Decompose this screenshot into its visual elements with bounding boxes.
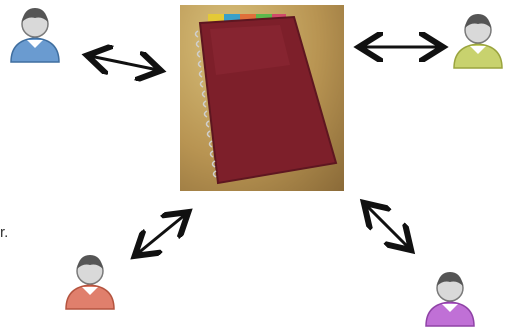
stray-text: r. (0, 224, 8, 241)
user-icon-top-right (446, 8, 510, 72)
user-icon-top-left (3, 2, 67, 66)
arrow-bottom-right (366, 205, 409, 248)
user-icon-bottom-left (58, 249, 122, 313)
arrow-top-left (90, 56, 158, 70)
arrow-bottom-left (137, 214, 186, 254)
notebook-photo (180, 5, 344, 191)
user-icon-bottom-right (418, 266, 482, 330)
